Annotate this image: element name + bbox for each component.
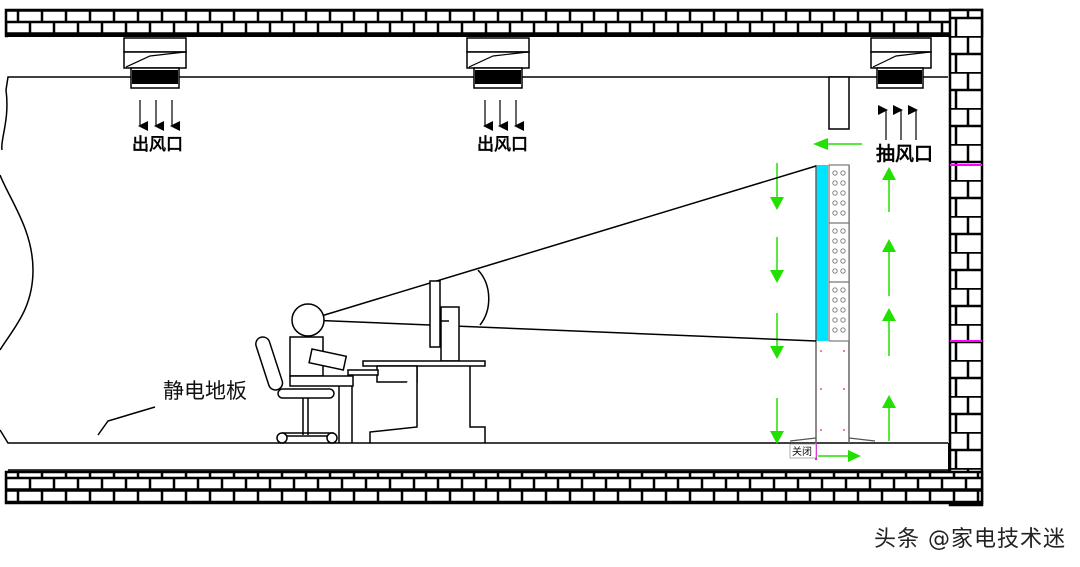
rack-hole bbox=[840, 327, 846, 333]
room-outline bbox=[0, 76, 948, 444]
rack-hole bbox=[832, 170, 838, 176]
rack-hole bbox=[832, 200, 838, 206]
watermark: 头条 @家电技术迷 bbox=[874, 527, 1066, 552]
rack-hole bbox=[840, 317, 846, 323]
supply-outlet-label-2: 出风口 bbox=[477, 134, 528, 155]
ceiling-duct bbox=[828, 76, 850, 130]
rack-hole bbox=[840, 248, 846, 254]
rack-hole bbox=[840, 287, 846, 293]
return-inlet-label: 抽风口 bbox=[876, 142, 933, 165]
supply-arrows-middle bbox=[483, 100, 524, 131]
rack-hole bbox=[832, 190, 838, 196]
rack-hole bbox=[832, 268, 838, 274]
static-floor-label: 静电地板 bbox=[163, 379, 247, 403]
operator bbox=[289, 303, 354, 443]
rack-hole bbox=[832, 238, 838, 244]
rack-hole bbox=[832, 287, 838, 293]
rack-hole bbox=[832, 258, 838, 264]
monitor bbox=[429, 280, 460, 362]
rack-hole bbox=[832, 180, 838, 186]
return-vent-right bbox=[870, 37, 932, 89]
rack-hole bbox=[840, 258, 846, 264]
chair bbox=[255, 336, 338, 444]
right-wall bbox=[948, 8, 984, 507]
closed-label: 关闭 bbox=[792, 445, 812, 458]
rack-hole bbox=[840, 238, 846, 244]
ceiling-wall bbox=[4, 8, 984, 38]
rack-hole bbox=[840, 200, 846, 206]
supply-arrows-left bbox=[138, 100, 180, 131]
rack-hole bbox=[840, 268, 846, 274]
rack-hole bbox=[832, 210, 838, 216]
supply-vent-left bbox=[123, 37, 187, 89]
return-arrows bbox=[878, 105, 918, 140]
floor-slab bbox=[4, 470, 984, 505]
rack-hole bbox=[840, 210, 846, 216]
rack-hole bbox=[832, 327, 838, 333]
static-floor-callout: 静电地板 bbox=[97, 379, 247, 436]
rack-hole bbox=[840, 307, 846, 313]
rack-hole bbox=[840, 180, 846, 186]
sight-lines bbox=[307, 165, 817, 342]
rack-hole bbox=[840, 190, 846, 196]
airflow-arrows bbox=[770, 138, 896, 462]
desk bbox=[347, 360, 486, 443]
supply-vent-middle bbox=[466, 37, 530, 89]
rack-hole bbox=[832, 297, 838, 303]
subfloor-edge bbox=[948, 443, 950, 472]
rack-hole bbox=[832, 248, 838, 254]
rack-hole bbox=[832, 317, 838, 323]
rack-hole bbox=[832, 228, 838, 234]
rack-hole bbox=[832, 307, 838, 313]
server-rack bbox=[789, 164, 876, 460]
rack-hole bbox=[840, 170, 846, 176]
rack-hole bbox=[840, 297, 846, 303]
supply-outlet-label-1: 出风口 bbox=[132, 134, 183, 155]
closed-tag: 关闭 bbox=[789, 443, 817, 459]
rack-hole bbox=[840, 228, 846, 234]
